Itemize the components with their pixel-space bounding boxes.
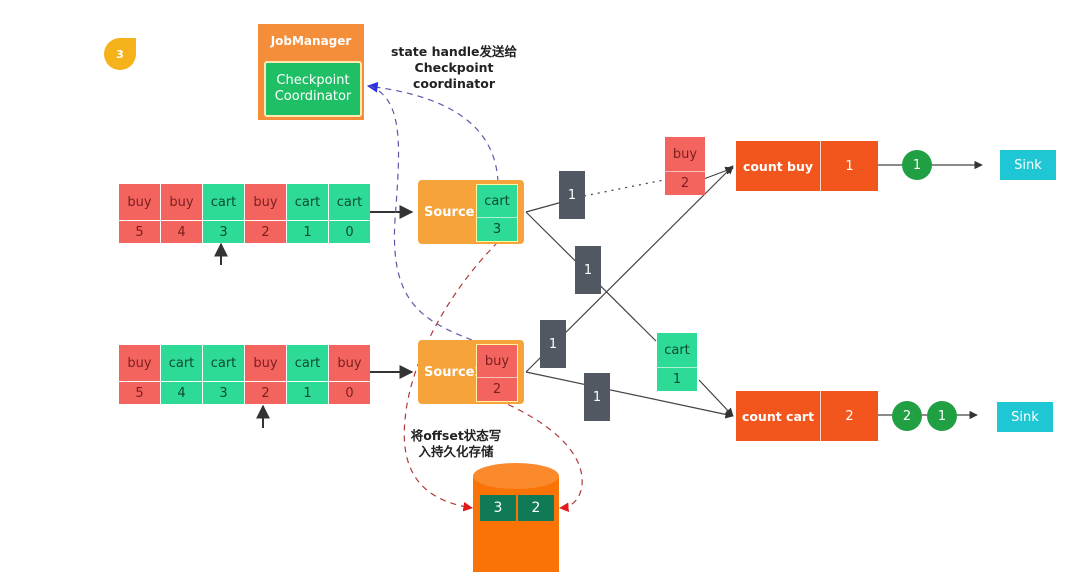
- checkpoint-barrier: 1: [559, 171, 585, 219]
- event-offset-cell: 1: [287, 382, 328, 404]
- event-type-cell: buy: [245, 345, 286, 381]
- operator-count: 2: [845, 408, 854, 424]
- persist-note: 将offset状态写 入持久化存储: [404, 428, 508, 460]
- event-type-cell: cart: [161, 345, 202, 381]
- source2-label: Source2: [424, 364, 484, 380]
- in-flight-record-cart: cart 1: [657, 333, 697, 391]
- output-record: 1: [927, 401, 957, 431]
- event-offset-cell: 0: [329, 221, 370, 243]
- in-flight-record-buy: buy 2: [665, 137, 705, 195]
- event-offset-cell: 2: [245, 382, 286, 404]
- source2-operator: Source2 buy 2: [418, 340, 524, 404]
- stored-offset: 3: [480, 495, 516, 521]
- source1-state-type: cart: [477, 185, 517, 219]
- operator-label: count cart: [736, 391, 821, 441]
- coordinator-line2: Coordinator: [274, 89, 352, 104]
- event-type-cell: buy: [119, 184, 160, 220]
- state-handle-line-source1: [366, 81, 499, 183]
- source2-state-offset: 2: [492, 382, 502, 398]
- checkpoint-coordinator: Checkpoint Coordinator: [264, 61, 362, 117]
- event-type-cell: cart: [203, 345, 244, 381]
- source2-state-type: buy: [477, 345, 517, 379]
- persistent-storage-icon: [473, 463, 559, 572]
- event-offset-cell: 5: [119, 221, 160, 243]
- job-manager-title: JobManager: [270, 34, 352, 48]
- checkpoint-barrier: 1: [540, 320, 566, 368]
- step-badge: 3: [104, 38, 136, 70]
- event-offset-cell: 2: [245, 221, 286, 243]
- persist-note-line2: 入持久化存储: [418, 444, 494, 459]
- event-offset-cell: 3: [203, 382, 244, 404]
- coordinator-line1: Checkpoint: [276, 73, 350, 88]
- event-offset-cell: 5: [119, 382, 160, 404]
- event-offset-cell: 0: [329, 382, 370, 404]
- event-type-cell: cart: [203, 184, 244, 220]
- job-manager: JobManager Checkpoint Coordinator: [258, 24, 364, 120]
- event-offset-cell: 4: [161, 221, 202, 243]
- source1-operator: Source1 cart 3: [418, 180, 524, 244]
- event-offset-cell: 1: [287, 221, 328, 243]
- record-type: buy: [665, 137, 705, 172]
- output-record: 2: [892, 401, 922, 431]
- event-type-cell: buy: [119, 345, 160, 381]
- event-type-cell: buy: [161, 184, 202, 220]
- source1-state: cart 3: [476, 184, 518, 242]
- checkpoint-barrier: 1: [575, 246, 601, 294]
- record-value: 2: [680, 176, 690, 191]
- state-handle-note: state handle发送给 Checkpoint coordinator: [376, 44, 532, 92]
- persist-note-line1: 将offset状态写: [410, 428, 502, 443]
- record-type: cart: [657, 333, 697, 368]
- event-offset-cell: 4: [161, 382, 202, 404]
- operator-label: count buy: [736, 141, 821, 191]
- source1-label: Source1: [424, 204, 484, 220]
- record-value: 1: [672, 372, 682, 387]
- state-handle-note-line1: state handle发送给: [390, 44, 518, 59]
- event-offset-cell: 3: [203, 221, 244, 243]
- output-record: 1: [902, 150, 932, 180]
- source1-state-offset: 3: [492, 222, 502, 238]
- count-cart-operator: count cart 2: [736, 391, 878, 441]
- stored-offset: 2: [518, 495, 554, 521]
- event-type-cell: cart: [287, 184, 328, 220]
- count-buy-operator: count buy 1: [736, 141, 878, 191]
- event-type-cell: cart: [287, 345, 328, 381]
- state-handle-note-line2: Checkpoint coordinator: [412, 60, 496, 91]
- sink-cart: Sink: [997, 402, 1053, 432]
- event-type-cell: buy: [329, 345, 370, 381]
- source2-state: buy 2: [476, 344, 518, 402]
- checkpoint-barrier: 1: [584, 373, 610, 421]
- sink-buy: Sink: [1000, 150, 1056, 180]
- operator-count: 1: [845, 158, 854, 174]
- event-type-cell: buy: [245, 184, 286, 220]
- event-type-cell: cart: [329, 184, 370, 220]
